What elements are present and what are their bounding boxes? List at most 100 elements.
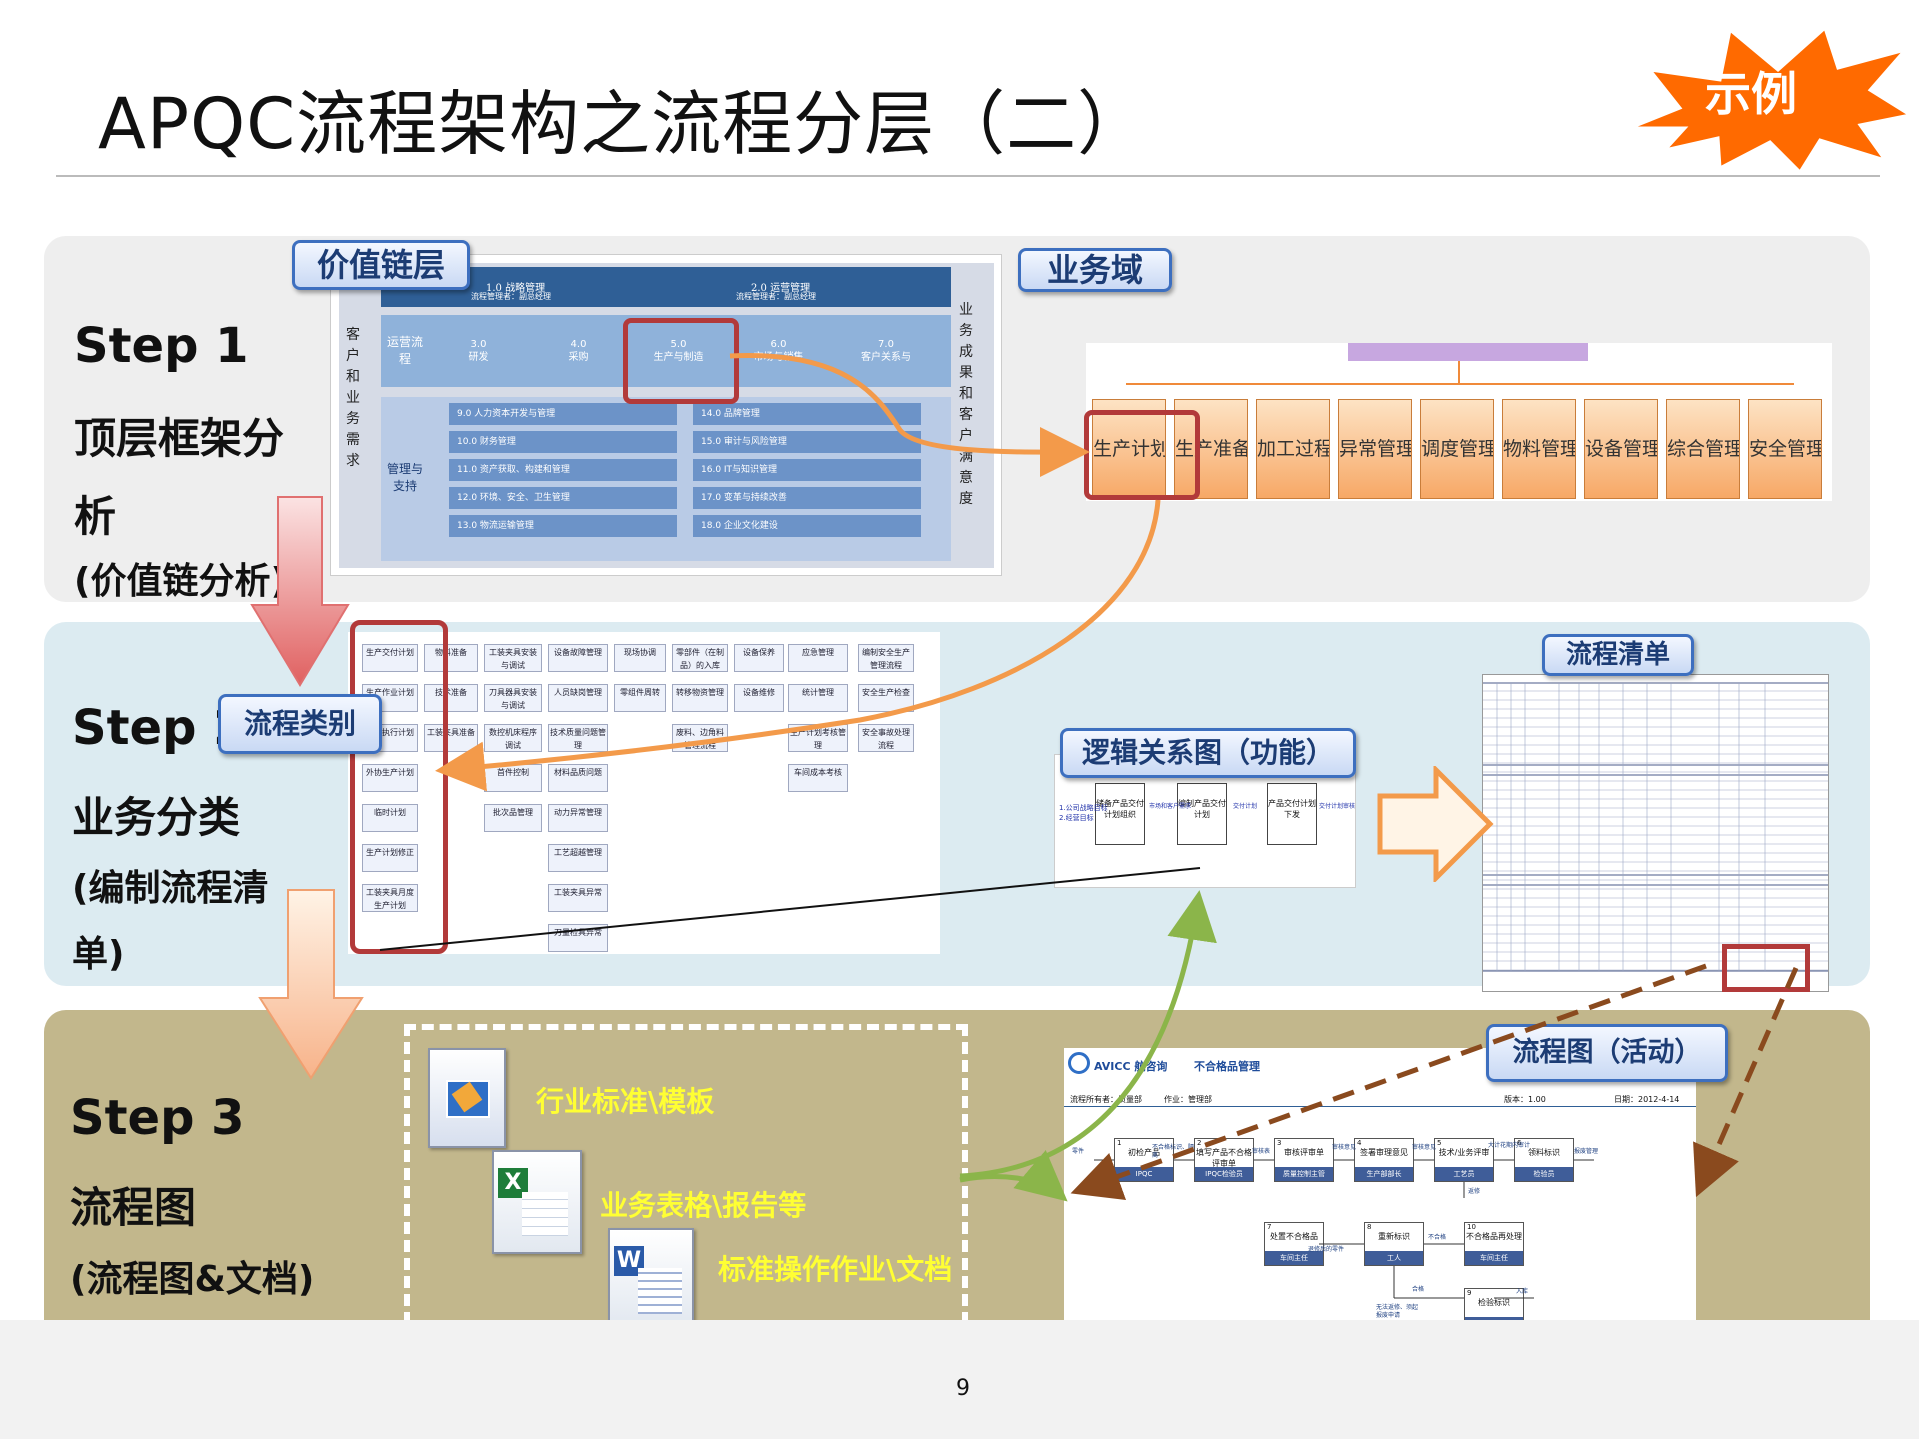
flowchart-edge-label: 报废管理 — [1574, 1148, 1599, 1155]
flowchart-edge-label: 无法返修、须起报废申请 — [1376, 1304, 1419, 1319]
mgmt-item: 15.0 审计与风险管理 — [693, 431, 921, 453]
flowchart-edge-label: 审核表 — [1252, 1148, 1271, 1155]
logic-node: 产品交付计划下发 — [1267, 783, 1317, 845]
domain-box: 异常管理 — [1338, 399, 1412, 499]
process-category-item: 设备保养 — [734, 644, 784, 672]
strategy-2-owner: 流程管理者：副总经理 — [736, 292, 816, 301]
flowchart-node-number: 7 — [1267, 1223, 1272, 1231]
strategy-1-owner: 流程管理者：副总经理 — [471, 292, 551, 301]
flowchart-node-label: 处置不合格品 — [1270, 1232, 1318, 1241]
process-category-item: 数控机床程序调试 — [484, 724, 542, 752]
tag-business-domain: 业务域 — [1018, 248, 1172, 292]
logic-side-1: 1.公司战略目标 — [1059, 804, 1108, 812]
tag-process-category: 流程类别 — [218, 694, 382, 754]
step2-subtitle: 业务分类 — [72, 793, 241, 842]
example-badge — [1629, 25, 1914, 175]
flowchart-edge-label: 入库 — [1516, 1288, 1529, 1295]
process-category-item: 技术质量问题管理 — [548, 724, 608, 752]
process-category-item: 零部件（在制品）的入库 — [672, 644, 728, 672]
domain-box: 物料管理 — [1502, 399, 1576, 499]
tag-process-list: 流程清单 — [1542, 634, 1694, 676]
tag-logic-diagram: 逻辑关系图（功能） — [1060, 728, 1356, 778]
domain-box: 设备管理 — [1584, 399, 1658, 499]
flowchart-edge-label: 审核意见 — [1412, 1144, 1437, 1151]
process-category-item: 安全事故处理流程 — [858, 724, 914, 752]
domain-box: 综合管理 — [1666, 399, 1740, 499]
highlight-category-column — [350, 620, 448, 954]
mgmt-label: 管理与支持 — [387, 462, 424, 493]
step1-heading: Step 1 — [74, 318, 249, 374]
process-category-item: 材料品质问题 — [548, 764, 608, 792]
process-category-item: 人员缺岗管理 — [548, 684, 608, 712]
process-category-item: 刀量检具异常 — [548, 924, 608, 952]
process-category-item: 统计管理 — [788, 684, 848, 712]
process-category-item: 设备维修 — [734, 684, 784, 712]
flowchart-edge-label: 合格 — [1412, 1286, 1425, 1293]
logic-edge-label: 市场和客户需求 — [1149, 803, 1192, 810]
logic-node: 储备产品交付计划组织 — [1095, 783, 1145, 845]
process-category-item: 转移物资管理 — [672, 684, 728, 712]
flowchart-panel: AVICC 航咨询 不合格品管理 流程所有者：质量部 作业：管理部 版本：1.0… — [1064, 1048, 1696, 1334]
mgmt-item: 16.0 IT与知识管理 — [693, 459, 921, 481]
mgmt-item: 17.0 变革与持续改善 — [693, 487, 921, 509]
doc-label-excel: 业务表格\报告等 — [600, 1189, 807, 1222]
process-category-item: 工艺超越管理 — [548, 844, 608, 872]
process-category-item: 批次品管理 — [484, 804, 542, 832]
process-category-item: 外协生产计划 — [362, 764, 418, 792]
excel-icon: X — [492, 1150, 582, 1254]
logic-side-2: 2.经营目标 — [1059, 814, 1094, 822]
ops-label: 运营流程 — [387, 335, 424, 366]
step1-note: (价值链分析) — [74, 561, 287, 602]
value-chain-panel: 客户和业务需求 业务成果和客户满意度 1.0 战略管理 流程管理者：副总经理 2… — [330, 254, 1002, 576]
process-category-item: 现场协调 — [614, 644, 666, 672]
process-category-item: 废料、边角料管理流程 — [672, 724, 728, 752]
step2-heading: Step 2 — [72, 700, 247, 756]
mgmt-item: 11.0 资产获取、构建和管理 — [449, 459, 677, 481]
doc-label-template: 行业标准\模板 — [536, 1085, 715, 1118]
logic-edge-label: 交付计划 — [1233, 803, 1258, 810]
mgmt-item: 13.0 物流运输管理 — [449, 515, 677, 537]
flowchart-edge-label: 不合格 — [1428, 1234, 1447, 1241]
right-arrow-to-list — [1377, 766, 1494, 882]
process-category-item: 刀具器具安装与调试 — [484, 684, 542, 712]
down-arrow-step2 — [258, 889, 364, 1080]
flowchart-edge-label: 不合格标识、隔离 — [1152, 1144, 1195, 1159]
process-category-item: 零组件周转 — [614, 684, 666, 712]
word-icon: W — [608, 1228, 694, 1328]
process-category-item: 车间成本考核 — [788, 764, 848, 792]
mgmt-item: 18.0 企业文化建设 — [693, 515, 921, 537]
logic-edge-label: 交付计划审核 — [1319, 803, 1356, 810]
strategy-1-label: 1.0 战略管理 — [486, 283, 546, 294]
process-category-item: 临时计划 — [362, 804, 418, 832]
doc-label-word: 标准操作作业\文档 — [718, 1253, 953, 1286]
flowchart-edge-label: 退修后的零件 — [1308, 1246, 1345, 1253]
step3-heading: Step 3 — [70, 1090, 245, 1146]
flowchart-node-role: 车间主任 — [1265, 1251, 1323, 1265]
process-category-item: 首件控制 — [484, 764, 542, 792]
step1-subtitle: 顶层框架分析 — [74, 414, 285, 541]
flowchart-node-label: 不合格品再处理 — [1466, 1232, 1522, 1241]
step3-note: (流程图&文档) — [70, 1259, 315, 1300]
domain-box: 生产准备 — [1174, 399, 1248, 499]
mgmt-item: 14.0 品牌管理 — [693, 403, 921, 425]
domain-box: 加工过程 — [1256, 399, 1330, 499]
process-category-item: 应急管理 — [788, 644, 848, 672]
flowchart-edge-label: 审核意见 — [1332, 1144, 1357, 1151]
process-category-item: 动力异常管理 — [548, 804, 608, 832]
example-badge-label: 示例 — [1705, 67, 1797, 121]
highlight-production-box — [623, 318, 739, 404]
flowchart-connectors — [1094, 1159, 1594, 1299]
title-divider — [56, 175, 1880, 177]
value-chain-left-label: 客户和业务需求 — [346, 327, 360, 469]
step2-note: (编制流程清单) — [72, 868, 269, 975]
flowchart-edge-label: 大计花期内审计 — [1488, 1142, 1531, 1149]
process-category-item: 编制安全生产管理流程 — [858, 644, 914, 672]
process-category-item: 生产计划考核管理 — [788, 724, 848, 752]
